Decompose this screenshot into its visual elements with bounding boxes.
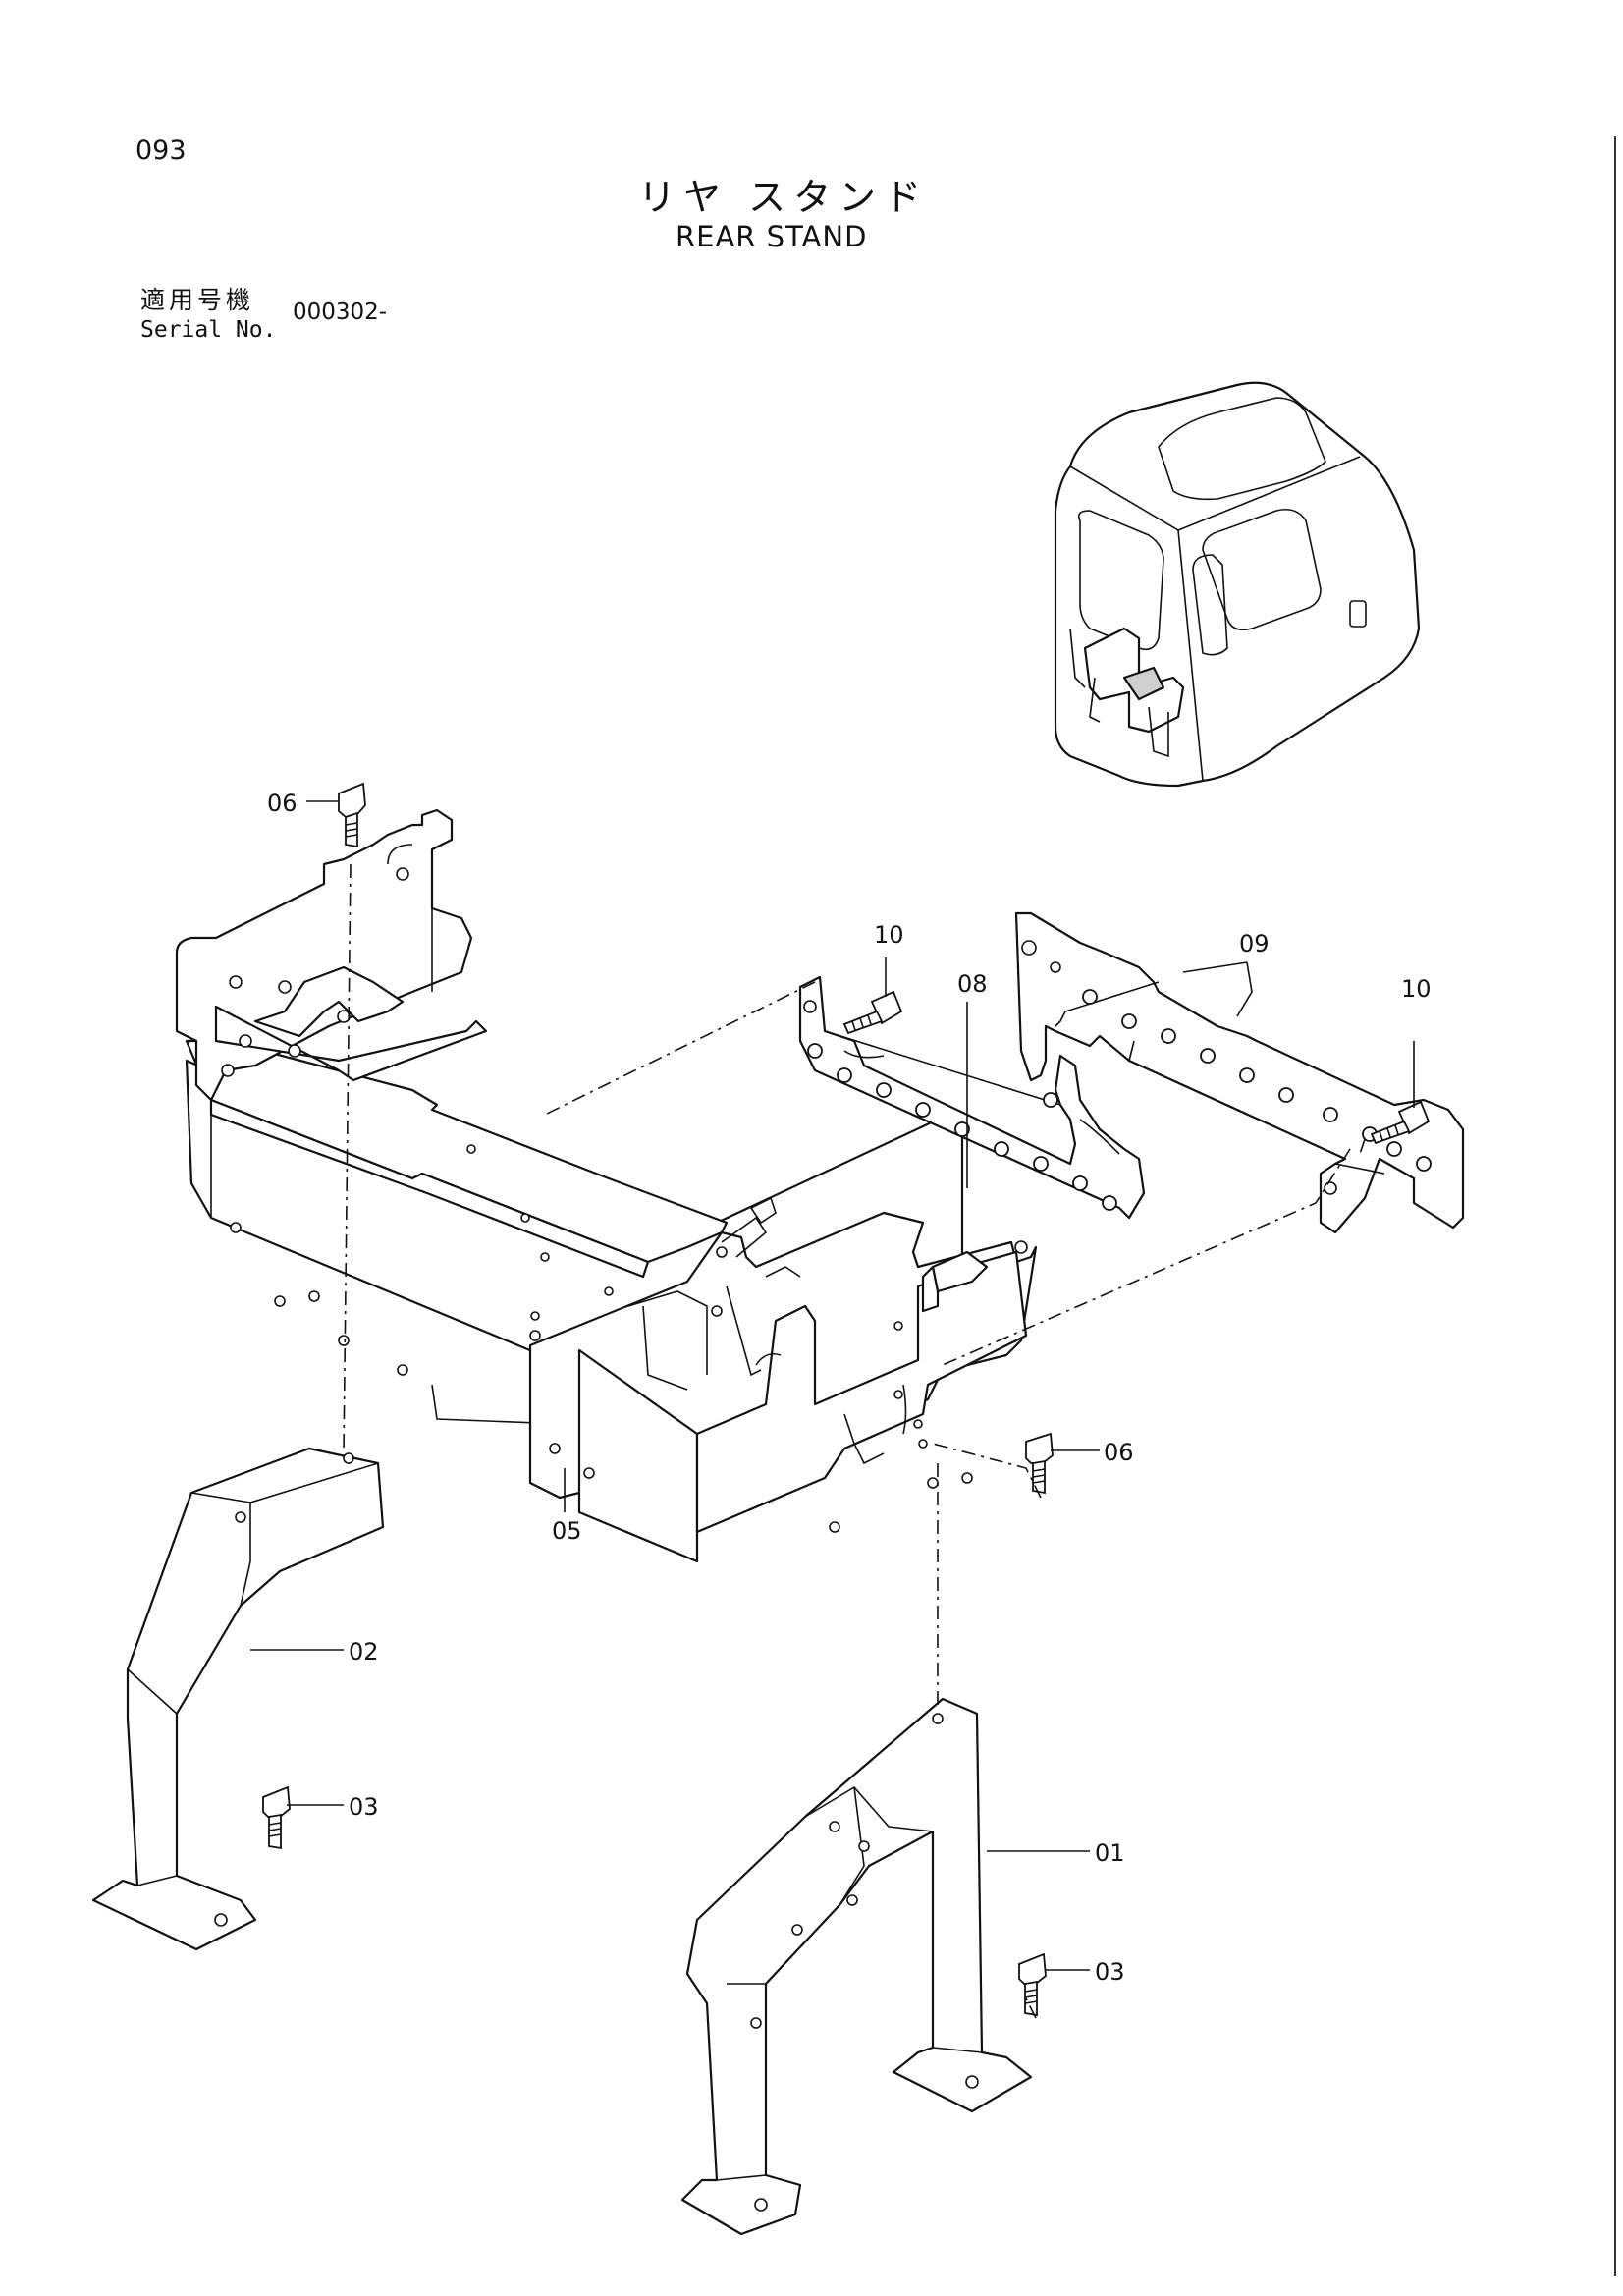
callout-labels: 06 06 10 10 08 09 05 02 03 01 03 (267, 790, 1432, 1986)
callout-10-left: 10 (874, 921, 904, 949)
page-edge-rule (1614, 136, 1616, 2276)
bracket-09 (1014, 911, 1465, 1234)
bolt-10-right (1370, 1100, 1431, 1145)
callout-05: 05 (552, 1517, 582, 1545)
assembly-center-lines (343, 863, 1366, 2019)
callout-10-right: 10 (1401, 975, 1432, 1003)
callout-leader-lines (250, 800, 1415, 1971)
callout-01: 01 (1095, 1839, 1125, 1867)
callout-06-right: 06 (1104, 1439, 1134, 1466)
leg-02 (91, 1447, 385, 1951)
callout-03-right: 03 (1095, 1958, 1125, 1986)
bracket-08 (798, 975, 1146, 1220)
callout-08: 08 (957, 970, 988, 998)
callout-02: 02 (349, 1638, 379, 1666)
serial-label-english: Serial No. (140, 317, 277, 343)
cab-location-thumbnail (1054, 381, 1421, 788)
page-number: 093 (135, 136, 187, 166)
callout-09: 09 (1239, 930, 1270, 957)
serial-number-value: 000302- (293, 300, 388, 325)
leg-01 (680, 1697, 1033, 2236)
bolt-06-right (1025, 1432, 1054, 1495)
rear-stand-frame-05 (175, 808, 1038, 1563)
callout-03-left: 03 (349, 1793, 379, 1821)
bolt-10-left (842, 990, 903, 1035)
serial-label-japanese: 適用号機 (140, 286, 255, 314)
title-japanese: リヤ スタンド (638, 176, 930, 219)
title-english: REAR STAND (676, 220, 868, 253)
bolt-03-left (262, 1785, 291, 1850)
callout-06-top: 06 (267, 790, 298, 817)
bolt-06-top (338, 782, 366, 848)
bolt-03-right (1018, 1952, 1047, 2017)
